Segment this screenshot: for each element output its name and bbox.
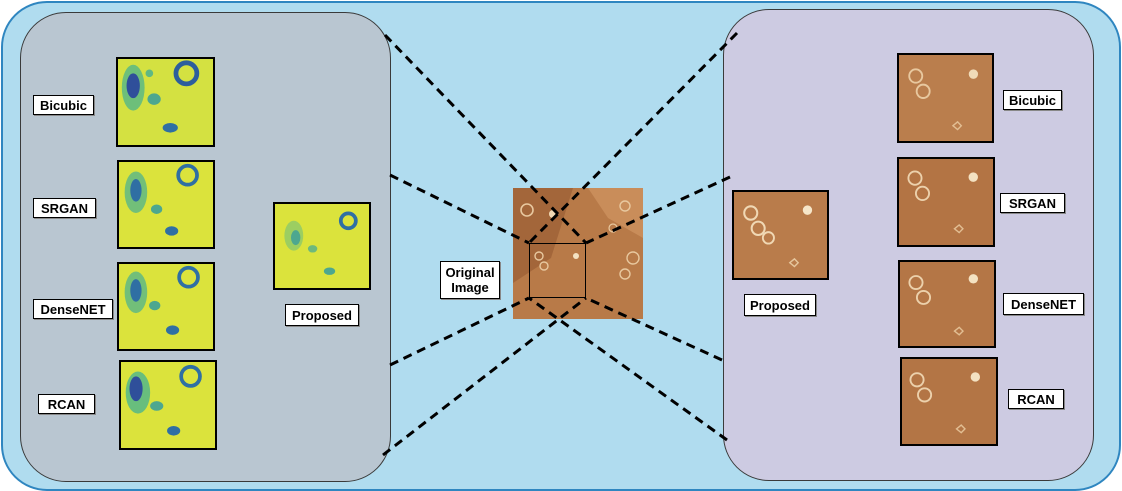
label-left-proposed: Proposed bbox=[285, 304, 359, 326]
heatmap-srgan bbox=[117, 160, 215, 249]
heatmap-bicubic bbox=[116, 57, 215, 147]
label-left-bicubic: Bicubic bbox=[33, 95, 94, 115]
label-right-bicubic: Bicubic bbox=[1003, 90, 1062, 110]
heatmap-densenet bbox=[117, 262, 215, 351]
crop-bicubic bbox=[897, 53, 994, 143]
label-left-rcan: RCAN bbox=[38, 394, 95, 414]
label-right-densenet: DenseNET bbox=[1003, 293, 1084, 315]
heatmap-proposed bbox=[273, 202, 371, 290]
zoom-region-box bbox=[529, 243, 586, 298]
crop-proposed bbox=[732, 190, 829, 280]
label-right-rcan: RCAN bbox=[1008, 389, 1064, 409]
label-left-srgan: SRGAN bbox=[33, 198, 96, 218]
heatmap-rcan bbox=[119, 360, 217, 450]
label-original-image: Original Image bbox=[440, 261, 500, 299]
label-right-proposed: Proposed bbox=[744, 294, 816, 316]
label-original-line1: Original bbox=[445, 265, 495, 280]
label-original-line2: Image bbox=[451, 280, 489, 295]
crop-rcan bbox=[900, 357, 998, 446]
label-left-densenet: DenseNET bbox=[33, 299, 113, 319]
label-right-srgan: SRGAN bbox=[1000, 193, 1065, 213]
crop-densenet bbox=[898, 260, 996, 348]
crop-srgan bbox=[897, 157, 995, 247]
